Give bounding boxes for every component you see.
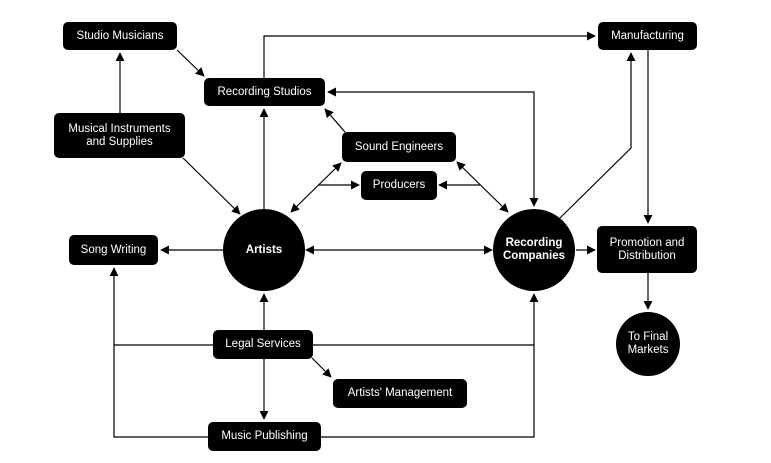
edge-recording-studios-to-manufacturing [263,31,596,78]
edge-artists-sound-engineers [290,162,342,213]
node-studio-musicians[interactable]: Studio Musicians [63,22,177,50]
node-music-publishing-label: Music Publishing [221,430,308,442]
edge-music-publishing-to-recording-companies [321,293,539,438]
node-studio-musicians-label: Studio Musicians [76,29,164,42]
edge-recording-companies-sound-engineers [456,161,509,213]
node-manufacturing-label: Manufacturing [611,29,684,42]
node-manufacturing[interactable]: Manufacturing [598,22,697,50]
edge-recording-companies-recording-studios [327,87,539,207]
node-recording-studios[interactable]: Recording Studios [204,78,325,106]
edge-instruments-to-artists [182,157,241,215]
node-artists-label: Artists [245,243,283,256]
edge-sound-engineers-to-recording-studios [324,108,346,133]
node-sound-engineers-label: Sound Engineers [354,140,444,153]
node-legal-services[interactable]: Legal Services [213,330,313,359]
node-artists-management[interactable]: Artists' Management [333,379,467,408]
node-recording-studios-label: Recording Studios [217,85,312,98]
node-artists[interactable]: Artists [223,209,305,291]
node-recording-companies-label: Recording Companies [503,237,565,262]
node-music-publishing[interactable]: Music Publishing [208,422,321,451]
node-final-markets[interactable]: To Final Markets [616,312,680,376]
edge-studio-musicians-to-recording-studios [176,49,205,77]
node-musical-instruments[interactable]: Musical Instruments and Supplies [54,113,185,158]
edge-music-publishing-to-song-writing [109,267,208,438]
node-sound-engineers[interactable]: Sound Engineers [342,132,456,162]
node-musical-instruments-label: Musical Instruments and Supplies [68,122,171,148]
edge-recording-companies-to-manufacturing [559,52,636,219]
edge-legal-to-artists-management [311,357,332,378]
node-artists-management-label: Artists' Management [347,387,453,399]
node-legal-services-label: Legal Services [225,338,301,350]
node-producers[interactable]: Producers [361,171,437,200]
node-song-writing[interactable]: Song Writing [69,235,158,265]
node-producers-label: Producers [372,179,426,191]
node-recording-companies[interactable]: Recording Companies [493,209,575,291]
node-final-markets-label: To Final Markets [627,331,669,356]
node-song-writing-label: Song Writing [80,243,147,256]
node-promotion-distribution[interactable]: Promotion and Distribution [597,226,697,273]
node-promotion-distribution-label: Promotion and Distribution [609,236,685,262]
